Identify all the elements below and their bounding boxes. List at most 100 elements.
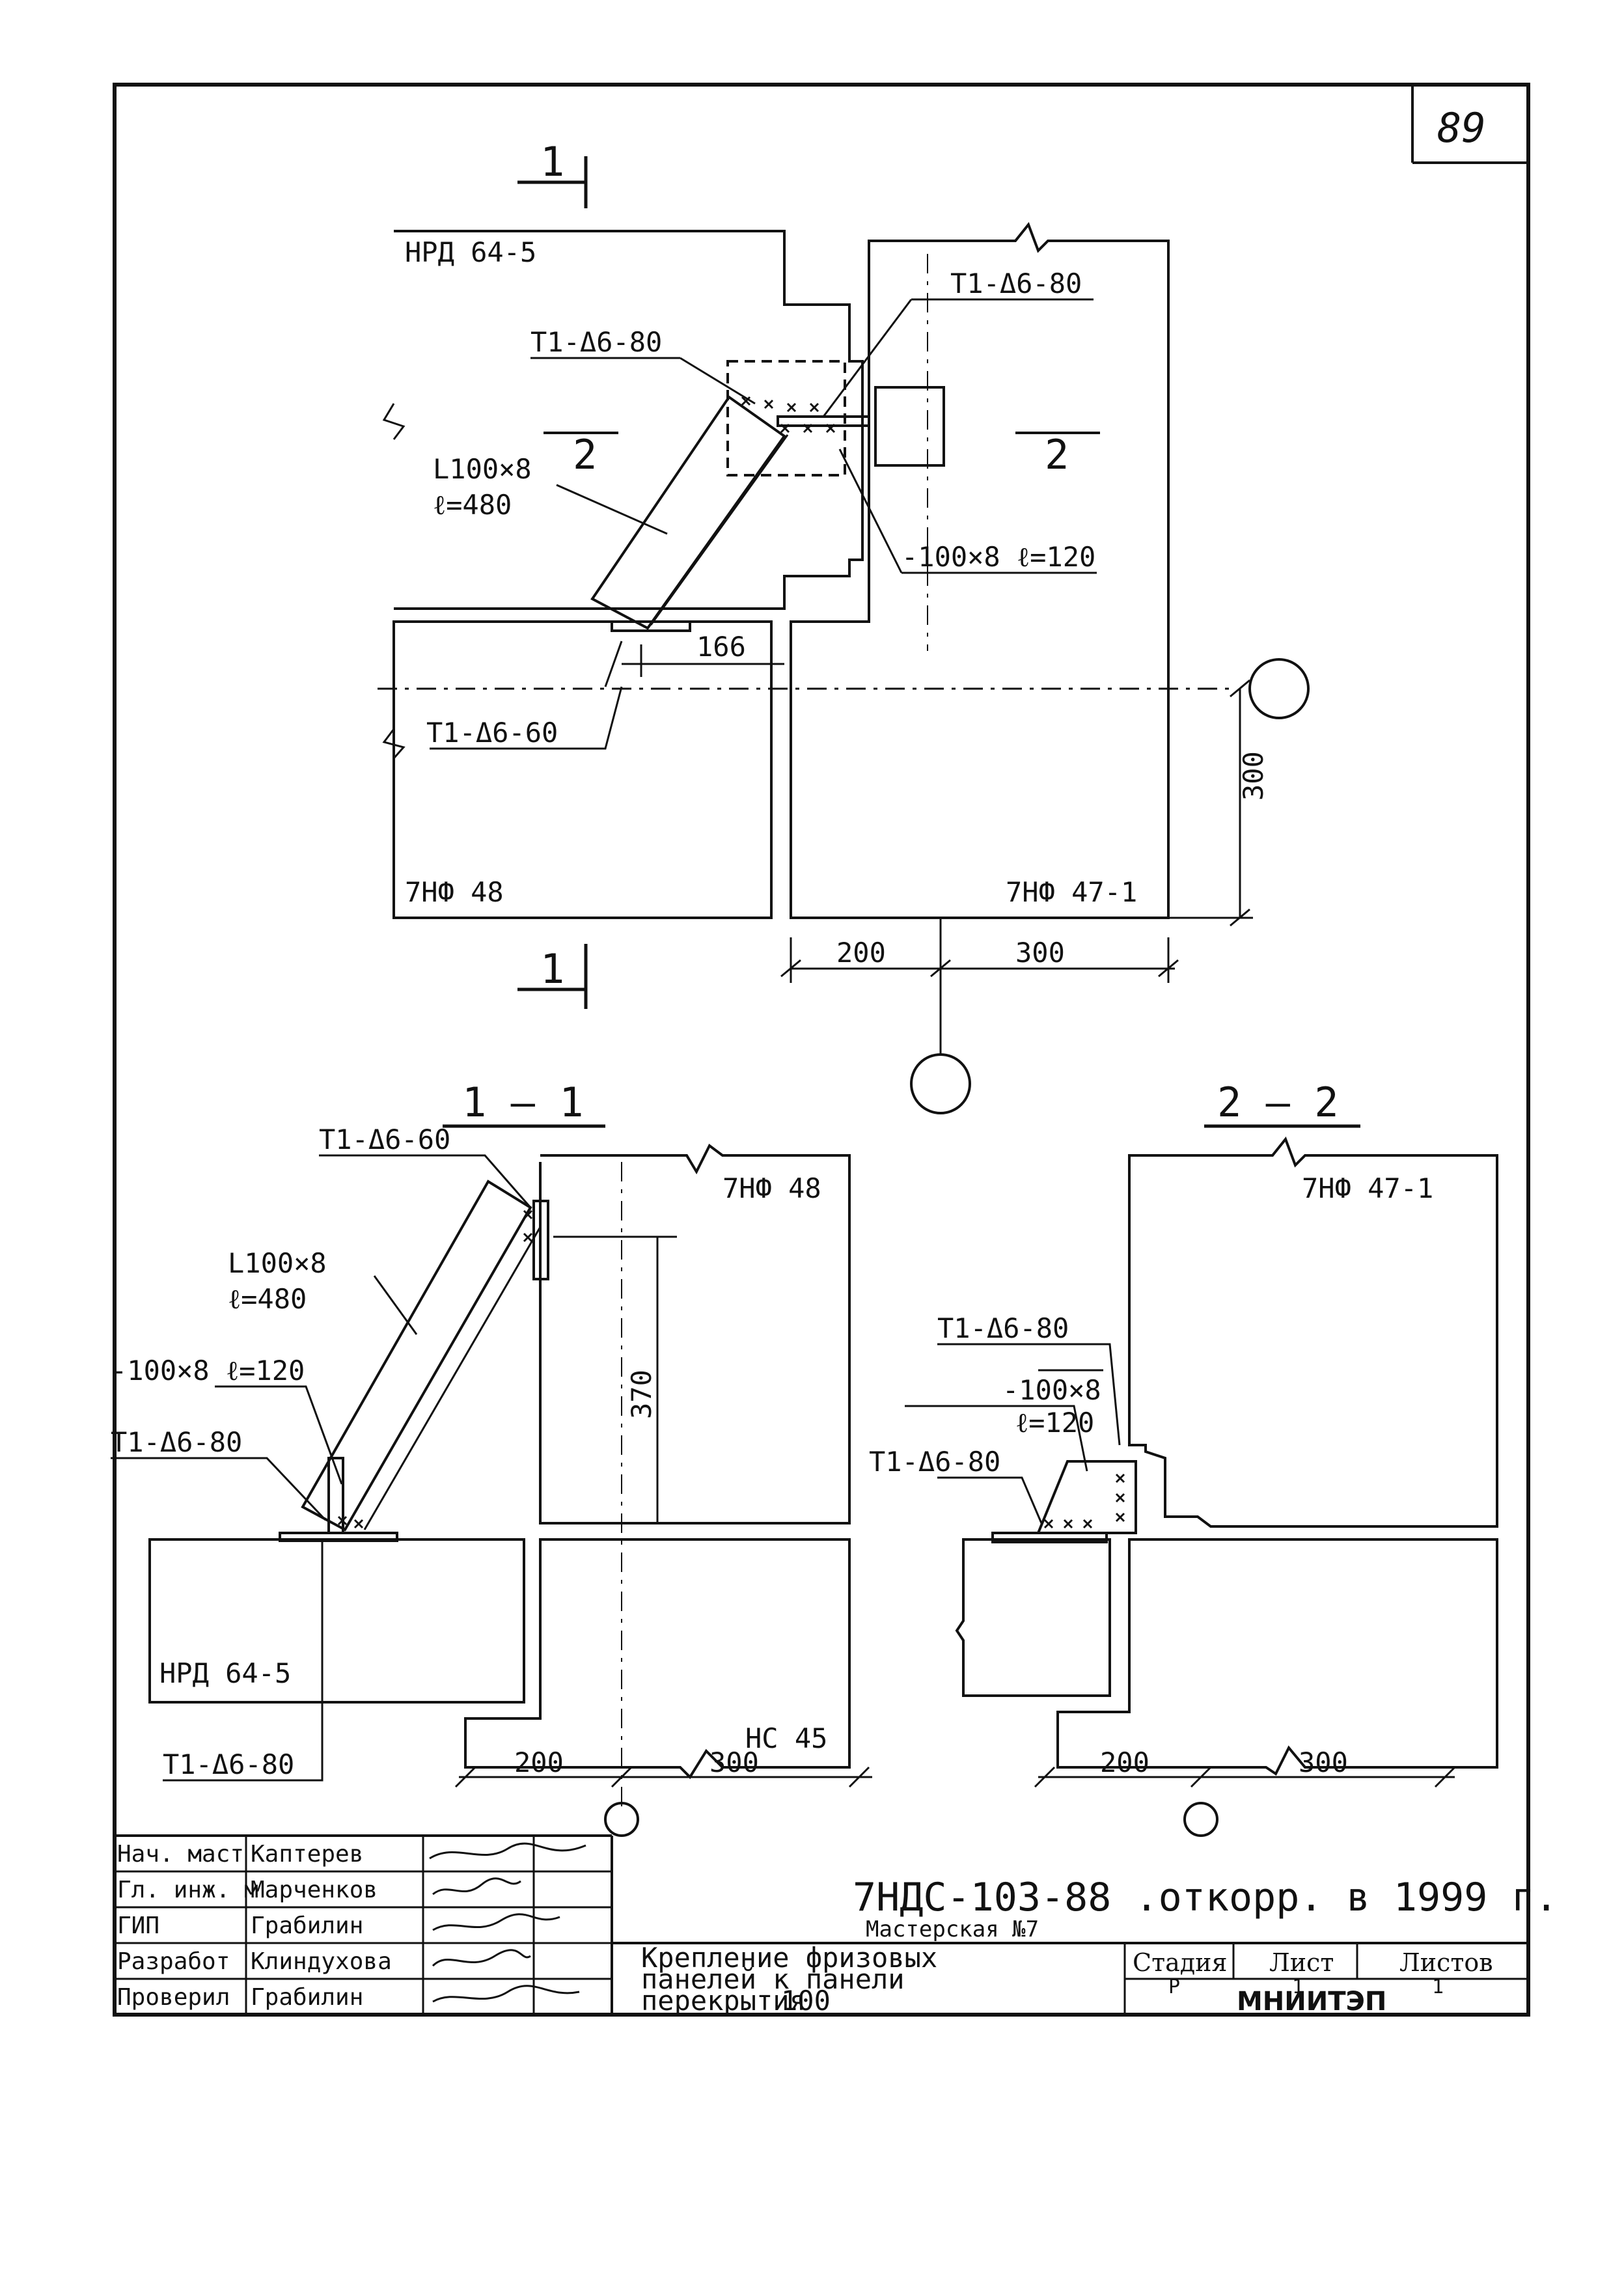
s22-panel-lower-right [1056, 1538, 1498, 1776]
s11-axis-circle [604, 1802, 639, 1837]
drawing-title-line-2: панелей к панели [641, 1963, 905, 1995]
role-2: ГИП [117, 1912, 159, 1939]
base-plate [611, 620, 691, 632]
plan-weld-1: Т1-Δ6-80 [530, 326, 662, 358]
stamp-number: 100 [781, 1985, 831, 2017]
s22-panel-lower-left [955, 1538, 1111, 1697]
weld-rod [777, 415, 870, 427]
name-4: Грабилин [251, 1984, 363, 2011]
stage-value: Р [1168, 1976, 1180, 1998]
s11-weld-crosses [337, 1209, 533, 1529]
axis-circle-right [1248, 658, 1310, 719]
plan-section-mark-bottom: 1 [540, 945, 564, 993]
signature-1 [432, 1877, 521, 1896]
weld-crosses [741, 396, 836, 434]
s22-weld-top: Т1-Δ6-80 [937, 1312, 1069, 1344]
plan-plate-label: -100×8 ℓ=120 [901, 541, 1095, 573]
panel-nrd-outline [394, 230, 864, 610]
plan-weld-3: Т1-Δ6-60 [426, 717, 558, 749]
document-code: 7НДС-103-88 .откорр. в 1999 г. [853, 1875, 1558, 1920]
sheet-frame [113, 83, 1530, 2017]
s22-plate-label: -100×8 [1002, 1374, 1101, 1406]
s22-plate-length: ℓ=120 [1015, 1407, 1094, 1439]
signature-0 [429, 1842, 586, 1860]
plan-section-mark-2-right: 2 [1045, 431, 1069, 478]
title-block-names: Каптерев Марченков Грабилин Клиндухова Г… [251, 1841, 392, 2011]
s22-weld-bottom: Т1-Δ6-80 [869, 1446, 1000, 1478]
s11-dim-200: 200 [514, 1746, 564, 1778]
s22-axis-circle [1183, 1802, 1218, 1837]
s11-panel-lower-right: НС 45 [745, 1722, 827, 1754]
name-2: Грабилин [251, 1912, 363, 1939]
bracket-block [874, 386, 945, 467]
role-1: Гл. инж. м [117, 1877, 258, 1903]
s22-title: 2 – 2 [1217, 1079, 1339, 1126]
plan-dim-300-h: 300 [1015, 937, 1065, 969]
plan-section-mark-top: 1 [540, 138, 564, 186]
drawing-title-line-1: Крепление фризовых [641, 1942, 937, 1974]
plan-labels: НРД 64-5 7НФ 48 7НФ 47-1 Т1-Δ6-80 Т1-Δ6-… [405, 138, 1269, 993]
plan-angle-label: L100×8 [433, 453, 532, 485]
sheets-value: 1 [1432, 1976, 1444, 1998]
s11-angle-label: L100×8 [228, 1247, 327, 1279]
organization: МНИИТЭП [1237, 1987, 1386, 2017]
s11-dim-300: 300 [709, 1746, 759, 1778]
panel-7nf47-outline [790, 222, 1170, 919]
role-3: Разработ [117, 1948, 230, 1975]
s11-weld-bottom: Т1-Δ6-80 [163, 1748, 294, 1780]
s11-title: 1 – 1 [462, 1079, 584, 1126]
s11-panel-upper [539, 1143, 851, 1524]
name-0: Каптерев [251, 1841, 363, 1868]
drawing-title-line-3: перекрытия [641, 1985, 806, 2017]
s22-dim-300: 300 [1299, 1746, 1348, 1778]
role-4: Проверил [117, 1984, 230, 2011]
title-block-lines [115, 1834, 1528, 2015]
plan-panel-bottom-left: 7НФ 48 [405, 876, 504, 908]
s11-weld-mid: Т1-Δ6-80 [111, 1426, 242, 1458]
s22-panel-upper: 7НФ 47-1 [1302, 1172, 1433, 1204]
plan-dim-200: 200 [836, 937, 886, 969]
s11-plate-wall [532, 1200, 549, 1280]
stage-header: Стадия [1133, 1948, 1227, 1977]
panel-7nf48-outline [392, 620, 773, 919]
name-3: Клиндухова [251, 1948, 392, 1975]
s11-panel-upper: 7НФ 48 [723, 1172, 821, 1204]
role-0: Нач. маст [117, 1841, 244, 1868]
s11-plate-label: -100×8 ℓ=120 [111, 1355, 305, 1386]
section-2-2-labels: 2 – 2 7НФ 47-1 Т1-Δ6-80 -100×8 ℓ=120 Т1-… [869, 1079, 1433, 1778]
s11-angle-length: ℓ=480 [228, 1283, 307, 1315]
page-number: 89 [1437, 104, 1486, 152]
s11-dim-370: 370 [626, 1370, 657, 1419]
section-1-1-labels: 1 – 1 Т1-Δ6-60 L100×8 ℓ=480 -100×8 ℓ=120… [111, 1079, 827, 1780]
sheets-header: Листов [1399, 1948, 1493, 1977]
s11-base [279, 1532, 398, 1542]
plan-weld-2: Т1-Δ6-80 [950, 268, 1082, 299]
axis-circle-bottom [910, 1053, 971, 1114]
sheet-value: 1 [1292, 1976, 1304, 1998]
s22-panel-upper [1128, 1137, 1498, 1528]
plan-dim-300-v: 300 [1237, 751, 1269, 801]
section-2-2 [905, 1124, 1498, 1837]
plan-dim-166: 166 [696, 631, 746, 663]
signatures [429, 1842, 586, 2003]
plan-angle-length: ℓ=480 [433, 489, 512, 521]
s11-weld-top: Т1-Δ6-60 [319, 1124, 450, 1155]
plan-section-mark-2-left: 2 [573, 431, 597, 478]
name-1: Марченков [251, 1877, 378, 1903]
angle-bracket [590, 395, 786, 630]
s11-angle [301, 1179, 532, 1532]
s22-base [991, 1532, 1108, 1543]
signature-2 [432, 1913, 560, 1931]
signature-4 [432, 1985, 580, 2003]
plan-panel-bottom-right: 7НФ 47-1 [1006, 876, 1137, 908]
plate-dashed [726, 360, 846, 476]
sheet-header: Лист [1269, 1948, 1334, 1977]
s11-panel-lower-left: НРД 64-5 [159, 1657, 291, 1689]
title-block-roles: Нач. маст Гл. инж. м ГИП Разработ Провер… [117, 1841, 258, 2011]
workshop: Мастерская №7 [866, 1916, 1039, 1942]
signature-3 [432, 1949, 531, 1967]
plan-view [378, 156, 1310, 1114]
s22-dim-200: 200 [1100, 1746, 1149, 1778]
s22-weld-crosses [1043, 1473, 1125, 1529]
